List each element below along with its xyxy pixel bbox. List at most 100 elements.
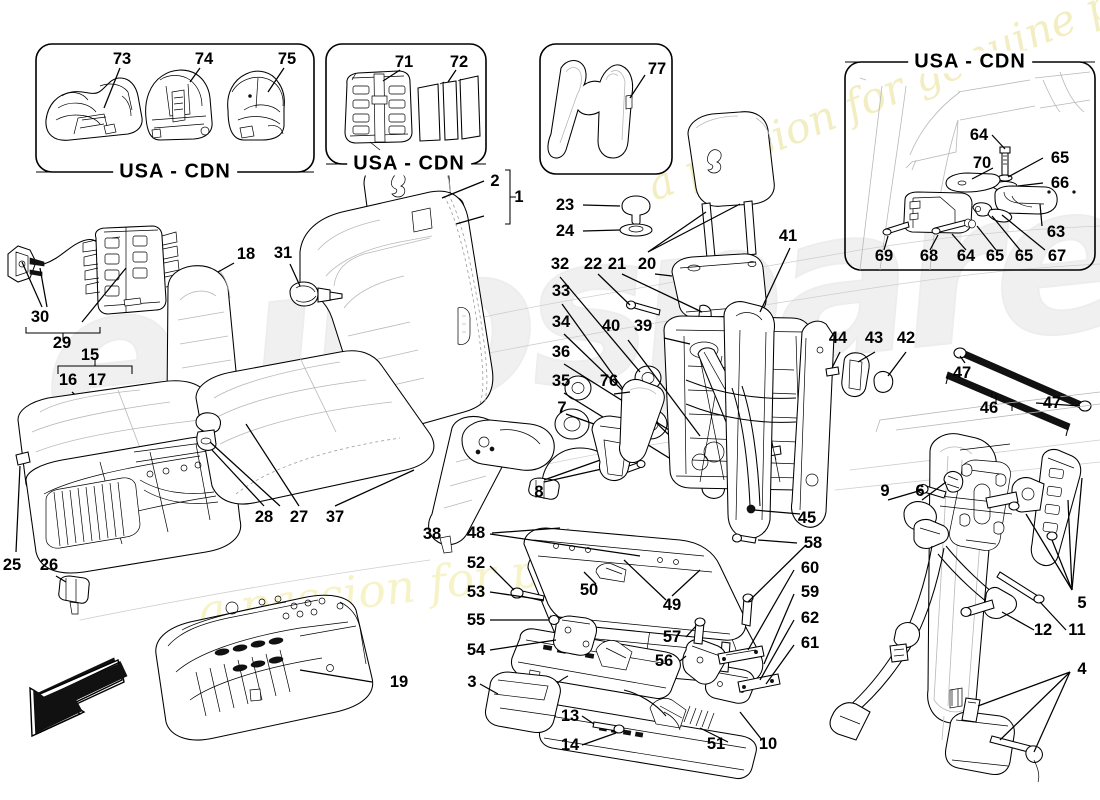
seat-belt-assembly [829, 433, 1083, 783]
callout-number-57: 57 [662, 627, 682, 646]
callout-number-27: 27 [289, 507, 309, 526]
callout-number-68: 68 [919, 246, 939, 265]
callout-number-65: 65 [985, 246, 1005, 265]
callout-number-8: 8 [534, 482, 544, 501]
callout-number-71: 71 [394, 52, 414, 71]
callout-number-23: 23 [555, 195, 575, 214]
callout-number-3: 3 [467, 672, 477, 691]
callout-number-9: 9 [880, 481, 890, 500]
callout-number-29: 29 [52, 333, 72, 352]
callout-number-58: 58 [803, 533, 823, 552]
callout-number-74: 74 [194, 49, 214, 68]
child-seat-75 [227, 70, 285, 141]
callout-number-72: 72 [449, 52, 469, 71]
callout-number-45: 45 [797, 508, 817, 527]
market-label-anchor-detail: USA - CDN [908, 50, 1032, 74]
callout-number-69: 69 [874, 246, 894, 265]
callout-number-25: 25 [2, 555, 22, 574]
callout-number-67: 67 [1047, 246, 1067, 265]
front-seat-assembly [195, 156, 555, 554]
seat-pan-19 [29, 594, 374, 741]
callout-number-21: 21 [607, 254, 627, 273]
callout-number-62: 62 [800, 608, 820, 627]
callout-number-30: 30 [30, 307, 50, 326]
child-seats-box [35, 43, 315, 173]
callout-number-10: 10 [758, 734, 778, 753]
bolt-64-upper [999, 146, 1011, 176]
callout-number-32: 32 [550, 254, 570, 273]
callout-number-6: 6 [915, 481, 925, 500]
callout-number-15: 15 [80, 345, 100, 364]
callout-number-22: 22 [583, 254, 603, 273]
callout-number-39: 39 [633, 316, 653, 335]
callout-number-76: 76 [599, 371, 619, 390]
headrest-cushion-box [539, 43, 673, 175]
callout-number-34: 34 [551, 312, 571, 331]
rear-seat-cushion [15, 380, 242, 615]
ghost-pillar-trim [875, 391, 1100, 433]
callout-number-55: 55 [466, 610, 486, 629]
seat-insert-72 [417, 75, 481, 142]
callout-number-47: 47 [952, 363, 972, 382]
callout-number-1: 1 [514, 187, 524, 206]
callout-number-38: 38 [422, 524, 442, 543]
callout-number-46: 46 [979, 398, 999, 417]
callout-number-2: 2 [490, 171, 500, 190]
callout-number-47: 47 [1042, 393, 1062, 412]
callout-number-14: 14 [560, 735, 580, 754]
callout-number-50: 50 [579, 580, 599, 599]
callout-number-42: 42 [896, 328, 916, 347]
torsion-rods-46-47 [945, 347, 1092, 437]
callout-number-59: 59 [800, 582, 820, 601]
callout-number-17: 17 [87, 370, 107, 389]
callout-number-16: 16 [58, 370, 78, 389]
callout-number-19: 19 [389, 672, 409, 691]
callout-number-65: 65 [1050, 148, 1070, 167]
callout-number-37: 37 [325, 507, 345, 526]
callout-number-24: 24 [555, 221, 575, 240]
seat-knob-28 [195, 412, 221, 451]
callout-number-52: 52 [466, 553, 486, 572]
callout-number-18: 18 [236, 244, 256, 263]
callout-number-64: 64 [956, 246, 976, 265]
anchor-detail-box [844, 61, 1096, 271]
callout-number-65: 65 [1014, 246, 1034, 265]
callout-number-61: 61 [800, 633, 820, 652]
callout-number-44: 44 [828, 328, 848, 347]
callout-number-13: 13 [560, 706, 580, 725]
child-seat-73 [45, 77, 143, 141]
callout-number-51: 51 [706, 734, 726, 753]
callout-number-49: 49 [662, 595, 682, 614]
market-label-seat-inserts: USA - CDN [347, 152, 471, 176]
callout-number-64: 64 [969, 125, 989, 144]
callout-number-20: 20 [637, 254, 657, 273]
callout-number-60: 60 [800, 558, 820, 577]
seat-inserts-box [325, 43, 487, 165]
callout-number-66: 66 [1050, 173, 1070, 192]
callout-number-11: 11 [1068, 620, 1086, 639]
callout-number-31: 31 [273, 243, 293, 262]
callout-number-33: 33 [551, 281, 571, 300]
callout-number-48: 48 [466, 523, 486, 542]
callout-number-43: 43 [864, 328, 884, 347]
callout-number-56: 56 [654, 651, 674, 670]
callout-number-75: 75 [277, 49, 297, 68]
callout-number-41: 41 [778, 226, 798, 245]
callout-number-7: 7 [557, 398, 567, 417]
child-seat-74 [145, 69, 213, 141]
callout-number-26: 26 [39, 555, 59, 574]
callout-number-77: 77 [647, 59, 667, 78]
callout-number-28: 28 [254, 507, 274, 526]
callout-number-5: 5 [1077, 593, 1087, 612]
callout-number-54: 54 [466, 640, 486, 659]
cushion-77 [547, 59, 634, 159]
callout-number-70: 70 [972, 153, 992, 172]
callout-number-63: 63 [1046, 222, 1066, 241]
seat-insert-71 [344, 70, 413, 144]
callout-number-35: 35 [551, 371, 571, 390]
callout-number-40: 40 [601, 316, 621, 335]
callout-number-53: 53 [466, 582, 486, 601]
callout-number-12: 12 [1033, 620, 1053, 639]
